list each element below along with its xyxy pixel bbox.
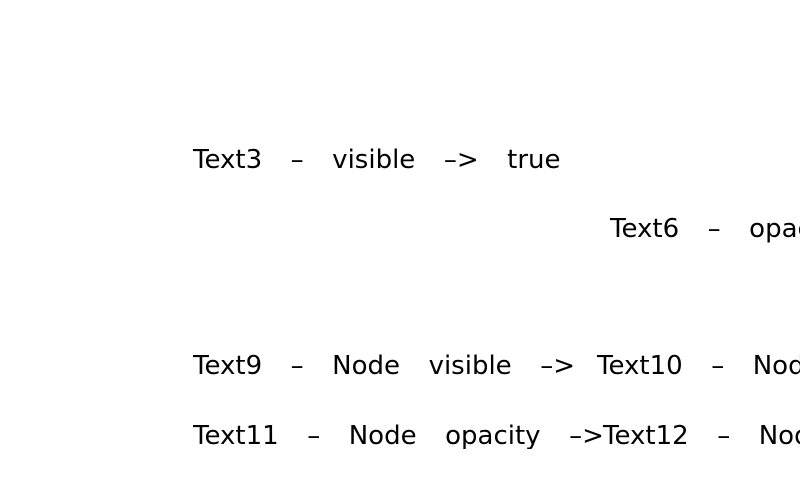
label-text11: Text11 – Node opacity –> 0.5 [193,423,603,449]
label-text3: Text3 – visible –> true [193,145,561,175]
label-text10: Text10 – Node visible –> false [597,351,800,381]
label-text12: Text12 – Node opacity –> 1.0 [603,421,800,451]
label-text9: Text9 – Node visible –> true [193,353,575,379]
label-text6: Text6 – opacity –> 0.5 [610,214,800,244]
